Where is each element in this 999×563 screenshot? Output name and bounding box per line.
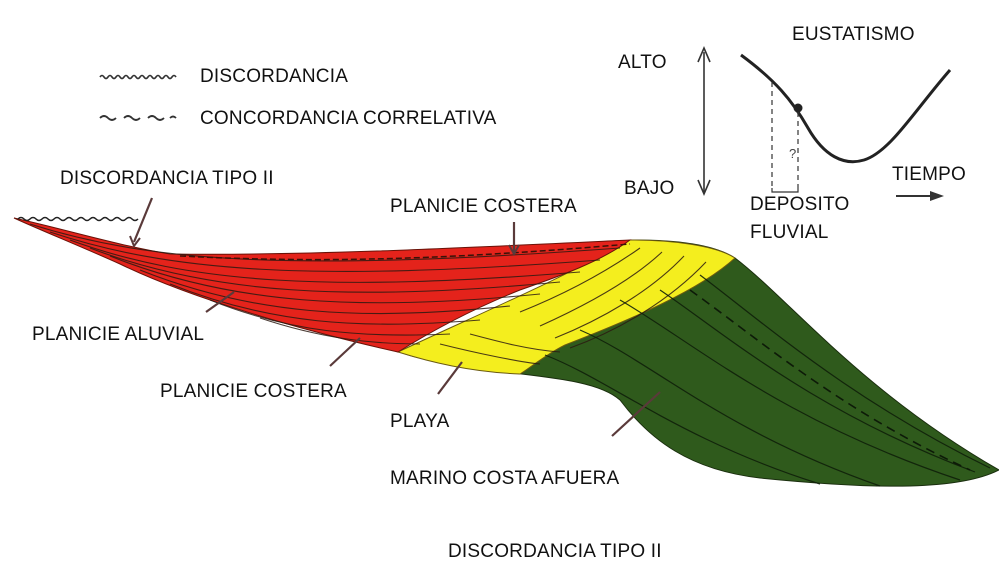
concordancia-legend-symbol (100, 116, 176, 120)
deposit-label-line2: FLUVIAL (750, 222, 829, 243)
label-planicie-costera-bottom: PLANICIE COSTERA (160, 381, 347, 402)
label-marino-costa-afuera: MARINO COSTA AFUERA (390, 468, 619, 489)
curve-point-marker (794, 104, 803, 113)
sea-level-high-label: ALTO (618, 52, 667, 73)
sea-level-axis-arrow (698, 48, 710, 194)
time-label: TIEMPO (892, 164, 966, 185)
label-discordancia-tipo-ii-top: DISCORDANCIA TIPO II (60, 168, 274, 189)
label-discordancia-tipo-ii-bottom: DISCORDANCIA TIPO II (448, 541, 662, 562)
label-planicie-aluvial: PLANICIE ALUVIAL (32, 324, 204, 345)
eustasy-inset: EUSTATISMO ALTO BAJO ? DEPOSITO FLUVIAL … (618, 24, 966, 243)
stratigraphic-wedge (14, 218, 999, 487)
question-mark: ? (789, 146, 796, 161)
label-playa: PLAYA (390, 411, 450, 432)
legend-concordancia-label: CONCORDANCIA CORRELATIVA (200, 108, 497, 129)
legend: DISCORDANCIA CONCORDANCIA CORRELATIVA (100, 66, 497, 129)
deposit-label-line1: DEPOSITO (750, 194, 849, 215)
deposit-bracket (772, 188, 798, 192)
arrow-playa (438, 362, 462, 394)
legend-discordancia-label: DISCORDANCIA (200, 66, 348, 87)
label-planicie-costera-top: PLANICIE COSTERA (390, 196, 577, 217)
eustasy-title: EUSTATISMO (792, 24, 915, 45)
arrow-planicie-costera-bottom (330, 338, 360, 366)
top-unconformity-squiggle (18, 218, 138, 221)
discordancia-legend-symbol (100, 76, 176, 79)
time-arrow (896, 191, 944, 201)
sea-level-low-label: BAJO (624, 178, 674, 199)
